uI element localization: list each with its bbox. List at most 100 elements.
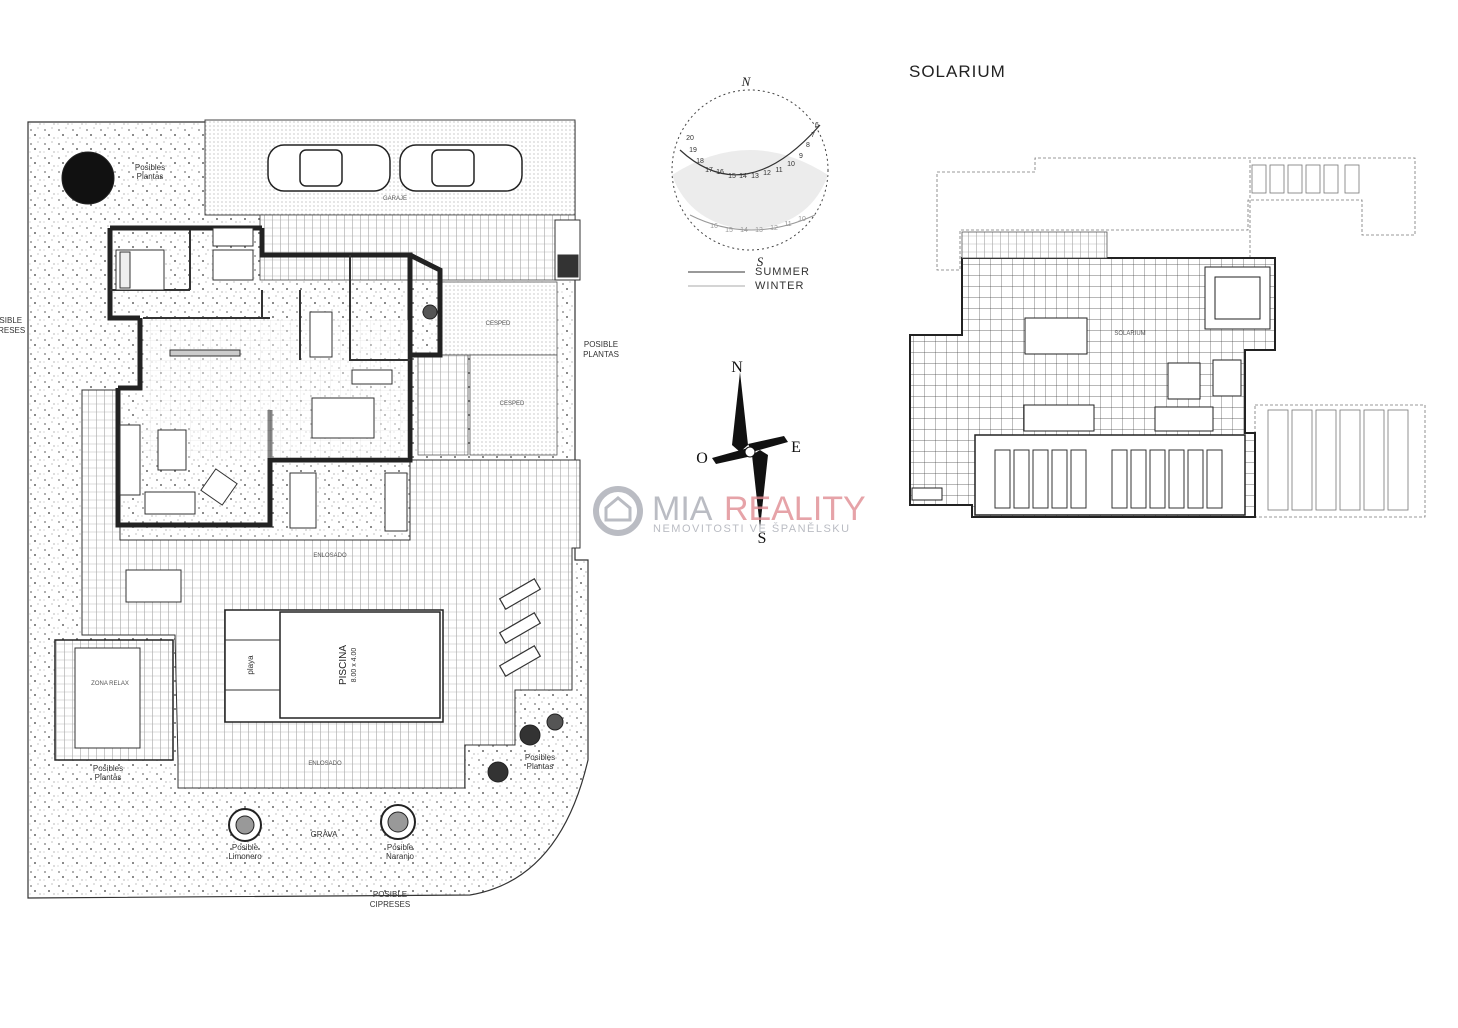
brand-tagline: NEMOVITOSTI VE ŠPANĚLSKU <box>653 522 851 535</box>
winter-arc <box>689 214 816 231</box>
label-cesped: CESPED <box>486 321 511 327</box>
compass-west: O <box>696 450 708 467</box>
hour-label: 12 <box>763 170 771 177</box>
lawn-1 <box>441 281 558 356</box>
svg-text:Posible: Posible <box>387 843 414 852</box>
solarium-loungers <box>994 449 1223 509</box>
svg-text:Posibles: Posibles <box>135 163 165 172</box>
hour-label: 13 <box>755 227 763 234</box>
label-zona-relax: ZONA RELAX <box>91 681 129 687</box>
svg-text:Posible: Posible <box>232 843 259 852</box>
label-naranjo: Naranjo <box>386 852 415 861</box>
hour-label: 7 <box>811 132 815 139</box>
label-posibles: Posibles <box>135 163 165 172</box>
compass-rose-icon: N S E O <box>696 359 801 547</box>
ground-floor-plan: Posibles Plantas POSIBLE PLANTAS POSIBLE… <box>0 119 619 909</box>
svg-text:POSIBLE: POSIBLE <box>584 340 618 349</box>
label-posible: Posible <box>387 843 414 852</box>
lawn-2 <box>469 354 558 456</box>
label-playa: playa <box>246 655 255 675</box>
label-plantas: PLANTAS <box>583 350 619 359</box>
summer-arc <box>679 124 821 176</box>
solarium-plan: SOLARIUM <box>909 62 1426 518</box>
label-posible: POSIBLE <box>584 340 618 349</box>
svg-text:CIPRESES: CIPRESES <box>0 326 25 335</box>
solarium-room-label: SOLARIUM <box>1114 331 1145 337</box>
hour-label: 6 <box>815 122 819 129</box>
svg-text:Naranjo: Naranjo <box>386 852 415 861</box>
label-plantas: Plantas <box>527 762 554 771</box>
hour-label: 16 <box>716 169 724 176</box>
hour-label: 15 <box>728 173 736 180</box>
brand-mia: MIA <box>652 490 713 528</box>
side-deck <box>417 354 469 456</box>
hour-label: 17 <box>705 167 713 174</box>
furniture <box>115 219 581 603</box>
sun-north-label: N <box>741 74 752 89</box>
label-cipreses: CIPRESES <box>0 326 25 335</box>
label-piscina: PISCINA <box>338 645 349 685</box>
svg-text:Limonero: Limonero <box>228 852 262 861</box>
watermark: MIA REALITY NEMOVITOSTI VE ŠPANĚLSKU <box>593 486 866 536</box>
svg-text:Posibles: Posibles <box>525 753 555 762</box>
svg-text:POSIBLE: POSIBLE <box>373 890 407 899</box>
legend-summer: SUMMER <box>755 266 810 278</box>
label-cesped: CESPED <box>500 401 525 407</box>
svg-text:PLANTAS: PLANTAS <box>583 350 619 359</box>
hour-label: 8 <box>806 142 810 149</box>
hour-label: 11 <box>775 167 782 174</box>
solarium-furniture <box>911 266 1271 501</box>
sun-south-label: S <box>757 254 764 269</box>
svg-text:Plantas: Plantas <box>137 172 164 181</box>
palm-icon <box>61 151 115 205</box>
label-posible: Posible <box>232 843 259 852</box>
legend-winter: WINTER <box>755 280 804 292</box>
cars <box>267 144 523 192</box>
label-grava: GRAVA <box>311 830 338 839</box>
hour-label: 20 <box>686 135 694 142</box>
deck-terrace <box>81 389 581 789</box>
house <box>107 225 443 528</box>
path-tiles <box>259 214 576 281</box>
label-enlosado: ENLOSADO <box>308 761 342 767</box>
hour-label: 14 <box>740 227 748 234</box>
label-posible: POSIBLE <box>0 316 22 325</box>
hour-label: 16 <box>710 223 718 230</box>
winter-hours: 16 15 14 13 12 11 10 <box>710 216 806 234</box>
compass-east: E <box>791 439 801 456</box>
pool <box>279 611 441 719</box>
svg-text:CIPRESES: CIPRESES <box>370 900 410 909</box>
hour-label: 9 <box>799 153 803 160</box>
brand-reality: REALITY <box>724 490 866 528</box>
sun-path-diagram: N S 20 19 18 17 16 15 14 13 12 11 10 9 8… <box>671 74 829 292</box>
hour-label: 19 <box>689 147 697 154</box>
label-plantas: Plantas <box>95 773 122 782</box>
label-plantas: Plantas <box>137 172 164 181</box>
compass-north: N <box>731 359 743 376</box>
label-enlosado: ENLOSADO <box>313 553 347 559</box>
summer-hours: 20 19 18 17 16 15 14 13 12 11 10 9 8 7 6 <box>686 122 819 180</box>
trees <box>61 151 564 842</box>
compass-south: S <box>758 530 767 547</box>
label-piscina-size: 8.00 x 4.00 <box>351 648 358 683</box>
label-limonero: Limonero <box>228 852 262 861</box>
label-posibles: Posibles <box>525 753 555 762</box>
solarium-title: SOLARIUM <box>909 62 1006 81</box>
svg-text:Plantas: Plantas <box>95 773 122 782</box>
hour-label: 11 <box>784 221 791 228</box>
hour-label: 15 <box>725 227 733 234</box>
hour-label: 10 <box>798 216 806 223</box>
svg-text:Plantas: Plantas <box>527 762 554 771</box>
svg-text:POSIBLE: POSIBLE <box>0 316 22 325</box>
hour-label: 13 <box>751 173 759 180</box>
hour-label: 10 <box>787 161 795 168</box>
label-posible: POSIBLE <box>373 890 407 899</box>
house-logo-icon <box>593 486 643 536</box>
hour-label: 14 <box>739 173 747 180</box>
hour-label: 12 <box>770 225 778 232</box>
plan-labels: Posibles Plantas POSIBLE PLANTAS POSIBLE… <box>0 163 619 909</box>
label-garage: GARAJE <box>383 196 407 202</box>
label-cipreses: CIPRESES <box>370 900 410 909</box>
hour-label: 18 <box>696 158 704 165</box>
